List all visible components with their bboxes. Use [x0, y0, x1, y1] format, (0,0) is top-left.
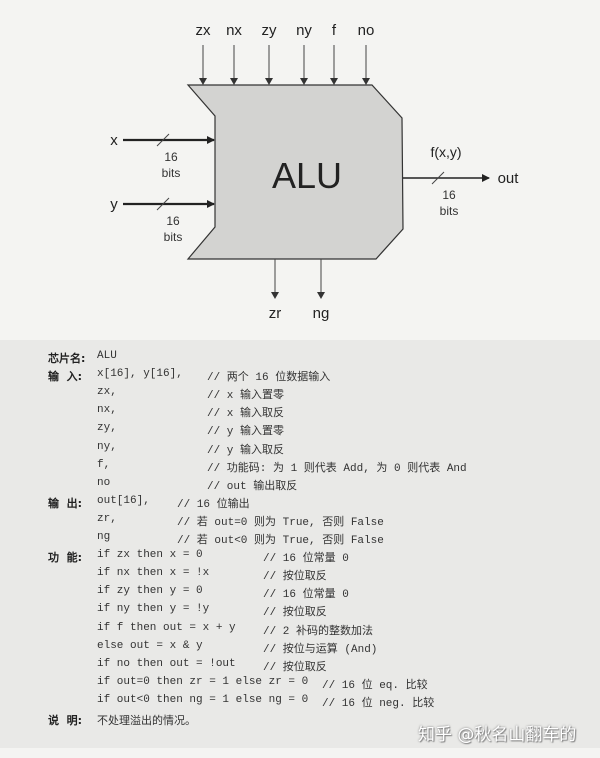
- spec-line: zr, // 若 out=0 则为 True, 否则 False: [0, 513, 600, 531]
- spec-comment: // 16 位常量 0: [263, 553, 349, 566]
- y-unit: bits: [164, 230, 183, 244]
- spec-comment: // 按位与运算 (And): [263, 643, 378, 656]
- spec-line: nx, // x 输入取反: [0, 404, 600, 422]
- spec-line: zy, // y 输入置零: [0, 422, 600, 440]
- spec-comment: // x 输入取反: [207, 408, 285, 421]
- spec-comment: // 若 out<0 则为 True, 否则 False: [177, 535, 384, 547]
- spec-comment: // 16 位 eq. 比较: [322, 679, 428, 692]
- spec-line: if nx then x = !x // 按位取反: [0, 567, 600, 585]
- spec-comment: // 按位取反: [263, 607, 327, 620]
- alu-label: ALU: [272, 155, 342, 196]
- spec-code: if ny then y = !y: [97, 603, 210, 616]
- x-input-label: x: [110, 132, 118, 149]
- spec-code: if out=0 then zr = 1 else zr = 0: [97, 675, 309, 688]
- bus-slash: [431, 171, 445, 185]
- spec-comment: // out 输出取反: [207, 480, 298, 493]
- spec-section-label: 芯片名:: [48, 352, 86, 365]
- spec-line: f, // 功能码: 为 1 则代表 Add, 为 0 则代表 And: [0, 459, 600, 477]
- spec-line: if out<0 then ng = 1 else ng = 0 // 16 位 …: [0, 694, 600, 712]
- out-unit: bits: [440, 204, 459, 218]
- spec-code: f,: [97, 458, 111, 471]
- spec-comment: // 若 out=0 则为 True, 否则 False: [177, 516, 384, 529]
- control-input-label-zx: zx: [196, 22, 212, 39]
- spec-code: if no then out = !out: [97, 657, 236, 670]
- x-unit: bits: [162, 166, 181, 180]
- out-width: 16: [442, 188, 456, 202]
- spec-line: if f then out = x + y // 2 补码的整数加法: [0, 622, 600, 640]
- spec-comment: // 两个 16 位数据输入: [207, 372, 331, 385]
- out-label: out: [498, 170, 520, 187]
- spec-note: 不处理溢出的情况。: [97, 716, 196, 728]
- y-width: 16: [166, 214, 180, 228]
- status-output-label-zr: zr: [269, 305, 282, 322]
- spec-comment: // 2 补码的整数加法: [263, 625, 374, 638]
- spec-line: if no then out = !out // 按位取反: [0, 658, 600, 676]
- spec-line: ny, // y 输入取反: [0, 441, 600, 459]
- watermark: 知乎 @秋名山翻车的: [418, 725, 577, 745]
- spec-code: zx,: [97, 386, 117, 399]
- y-input-label: y: [110, 196, 118, 213]
- spec-code: out[16],: [97, 494, 150, 507]
- control-input-label-nx: nx: [226, 22, 242, 39]
- spec-line: if zy then y = 0 // 16 位常量 0: [0, 585, 600, 603]
- spec-code: if nx then x = !x: [97, 567, 210, 580]
- spec-code: ALU: [97, 350, 117, 362]
- bus-slash: [156, 197, 170, 211]
- spec-comment: // y 输入置零: [207, 426, 285, 439]
- spec-code: else out = x & y: [97, 639, 203, 652]
- spec-code: if out<0 then ng = 1 else ng = 0: [97, 693, 309, 706]
- spec-code: zr,: [97, 512, 117, 525]
- control-input-label-ny: ny: [296, 22, 312, 39]
- spec-code: x[16], y[16],: [97, 368, 183, 381]
- spec-comment: // 16 位 neg. 比较: [322, 697, 435, 710]
- out-function: f(x,y): [430, 144, 461, 160]
- spec-comment: // 功能码: 为 1 则代表 Add, 为 0 则代表 And: [207, 462, 467, 475]
- spec-code: nx,: [97, 404, 117, 417]
- spec-code: zy,: [97, 422, 117, 435]
- spec-line: 说 明: 不处理溢出的情况。: [0, 712, 600, 730]
- spec-line: if ny then y = !y // 按位取反: [0, 603, 600, 621]
- control-input-label-f: f: [332, 22, 337, 39]
- spec-section-label: 输 出:: [48, 496, 83, 510]
- spec-line: 输 出: out[16], // 16 位输出: [0, 495, 600, 513]
- alu-block: [186, 84, 404, 260]
- spec-line: 功 能: if zx then x = 0 // 16 位常量 0: [0, 549, 600, 567]
- status-output-label-ng: ng: [313, 305, 330, 322]
- spec-comment: // 按位取反: [263, 661, 327, 674]
- control-input-label-zy: zy: [262, 22, 278, 39]
- spec-comment: // 按位取反: [263, 571, 327, 584]
- spec-line: ng // 若 out<0 则为 True, 否则 False: [0, 531, 600, 549]
- spec-line: if out=0 then zr = 1 else zr = 0 // 16 位 …: [0, 676, 600, 694]
- spec-code: ny,: [97, 440, 117, 453]
- spec-comment: // 16 位输出: [177, 498, 250, 511]
- spec-comment: // y 输入取反: [207, 444, 285, 457]
- spec-code: if zx then x = 0: [97, 549, 203, 562]
- spec-section-label: 说 明:: [48, 714, 83, 727]
- spec-comment: // x 输入置零: [207, 390, 285, 403]
- spec-section-label: 输 入:: [48, 370, 83, 384]
- spec-code: if f then out = x + y: [97, 621, 236, 634]
- spec-line: 芯片名: ALU: [0, 350, 600, 368]
- spec-code: if zy then y = 0: [97, 585, 203, 598]
- spec-code: no: [97, 476, 111, 489]
- spec-line: else out = x & y // 按位与运算 (And): [0, 640, 600, 658]
- x-width: 16: [164, 150, 178, 164]
- spec-comment: // 16 位常量 0: [263, 589, 349, 602]
- bus-slash: [156, 133, 170, 147]
- control-input-label-no: no: [358, 22, 375, 39]
- spec-code: ng: [97, 531, 111, 543]
- spec-line: 输 入: x[16], y[16], // 两个 16 位数据输入: [0, 368, 600, 386]
- spec-line: zx, // x 输入置零: [0, 386, 600, 404]
- spec-section-label: 功 能:: [48, 551, 83, 565]
- spec-line: no // out 输出取反: [0, 477, 600, 495]
